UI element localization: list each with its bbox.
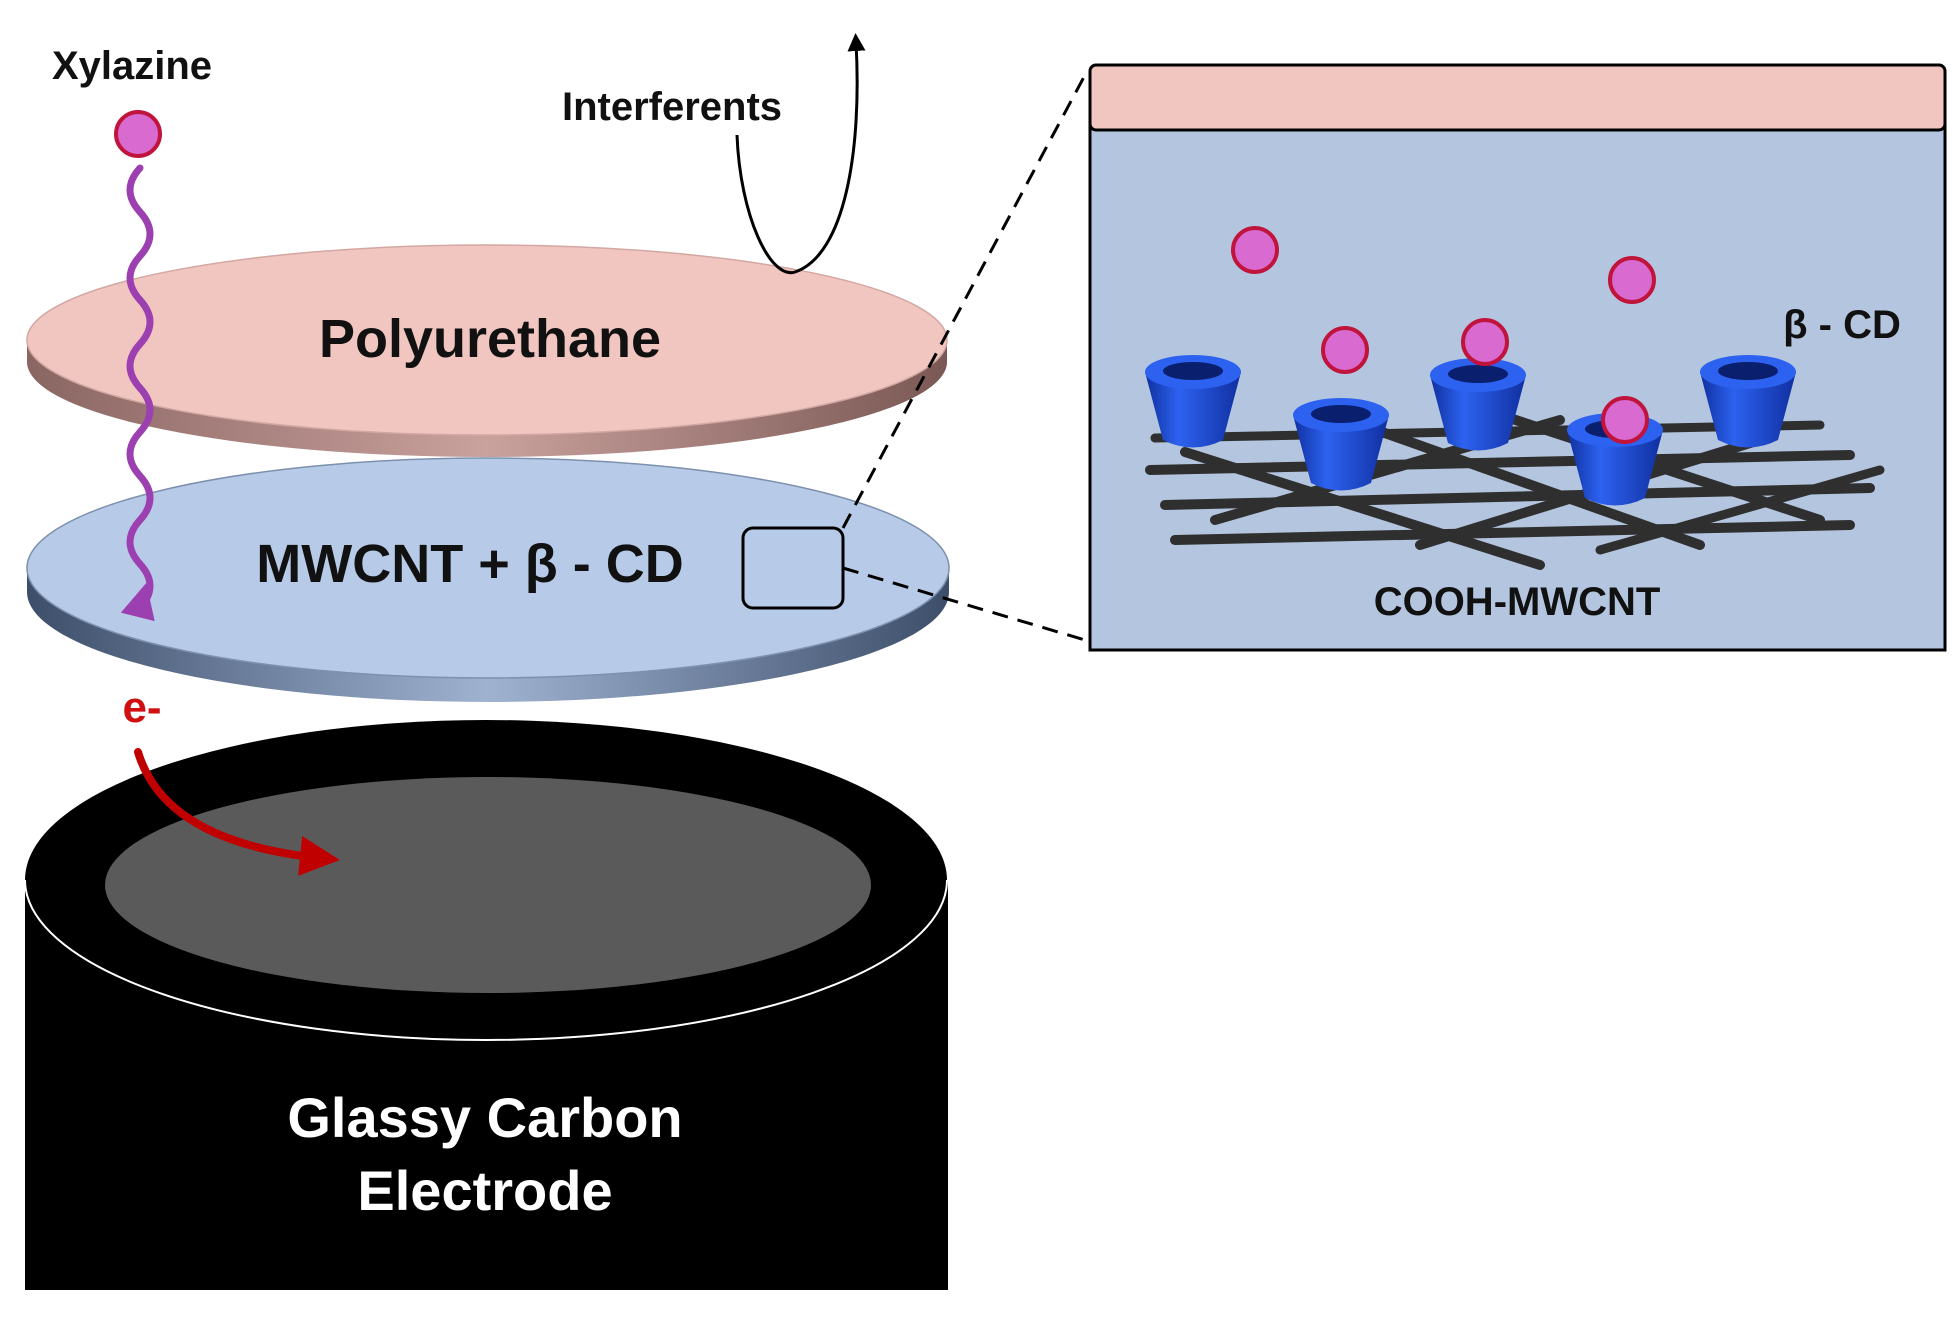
nanotube: [1595, 465, 1885, 555]
electron-label: e-: [122, 683, 161, 732]
polyurethane-label: Polyurethane: [319, 309, 661, 369]
xylazine-diffusion: Xylazine: [52, 44, 212, 622]
nanotube: [1145, 450, 1855, 475]
xylazine-molecule: [1321, 326, 1369, 374]
electron-transfer: e-: [122, 683, 340, 876]
inset-polyurethane-layer: [1088, 63, 1947, 132]
nanotube: [1180, 447, 1545, 570]
inset-cyclodextrin-label: β - CD: [1783, 303, 1901, 347]
cyclodextrin-cup: [1293, 398, 1389, 491]
cyclodextrin-cup: [1700, 355, 1796, 448]
sensing-layer-surface: [26, 457, 950, 679]
xylazine-molecule: [114, 110, 162, 158]
sensing-layer-label: MWCNT + β - CD: [256, 534, 683, 594]
xylazine-molecule: [1608, 256, 1656, 304]
interferents-rejection: Interferents: [562, 33, 866, 275]
interferents-arrow: [735, 33, 866, 275]
cyclodextrin-cup: [1430, 358, 1526, 451]
polyurethane-disc: Polyurethane: [26, 244, 948, 457]
polyurethane-surface: [26, 244, 948, 436]
xylazine-label: Xylazine: [52, 44, 212, 88]
zoom-connector-bottom: [842, 566, 1086, 642]
electrode-rim-highlight: [24, 879, 948, 1041]
electrode-label-line1: Glassy Carbon: [287, 1086, 682, 1149]
inset-nanotube-label: COOH-MWCNT: [1374, 580, 1661, 624]
xylazine-molecule: [1461, 318, 1509, 366]
xylazine-molecule: [1231, 226, 1279, 274]
electrode-surface: [105, 777, 871, 993]
xylazine-path-arrow: [120, 164, 155, 622]
zoom-connector-top: [841, 74, 1087, 529]
zoom-connectors: [841, 74, 1087, 642]
magnified-inset: β - CD COOH-MWCNT: [1088, 63, 1947, 652]
sensing-layer-disc: MWCNT + β - CD: [26, 457, 950, 702]
glassy-carbon-electrode: Glassy Carbon Electrode: [24, 720, 948, 1290]
xylazine-molecule: [1601, 396, 1649, 444]
nanotube: [1170, 520, 1855, 545]
electrode-label-line2: Electrode: [357, 1159, 612, 1222]
electron-arrow: [134, 748, 340, 876]
cyclodextrin-cup: [1145, 355, 1241, 448]
interferents-label: Interferents: [562, 85, 782, 129]
